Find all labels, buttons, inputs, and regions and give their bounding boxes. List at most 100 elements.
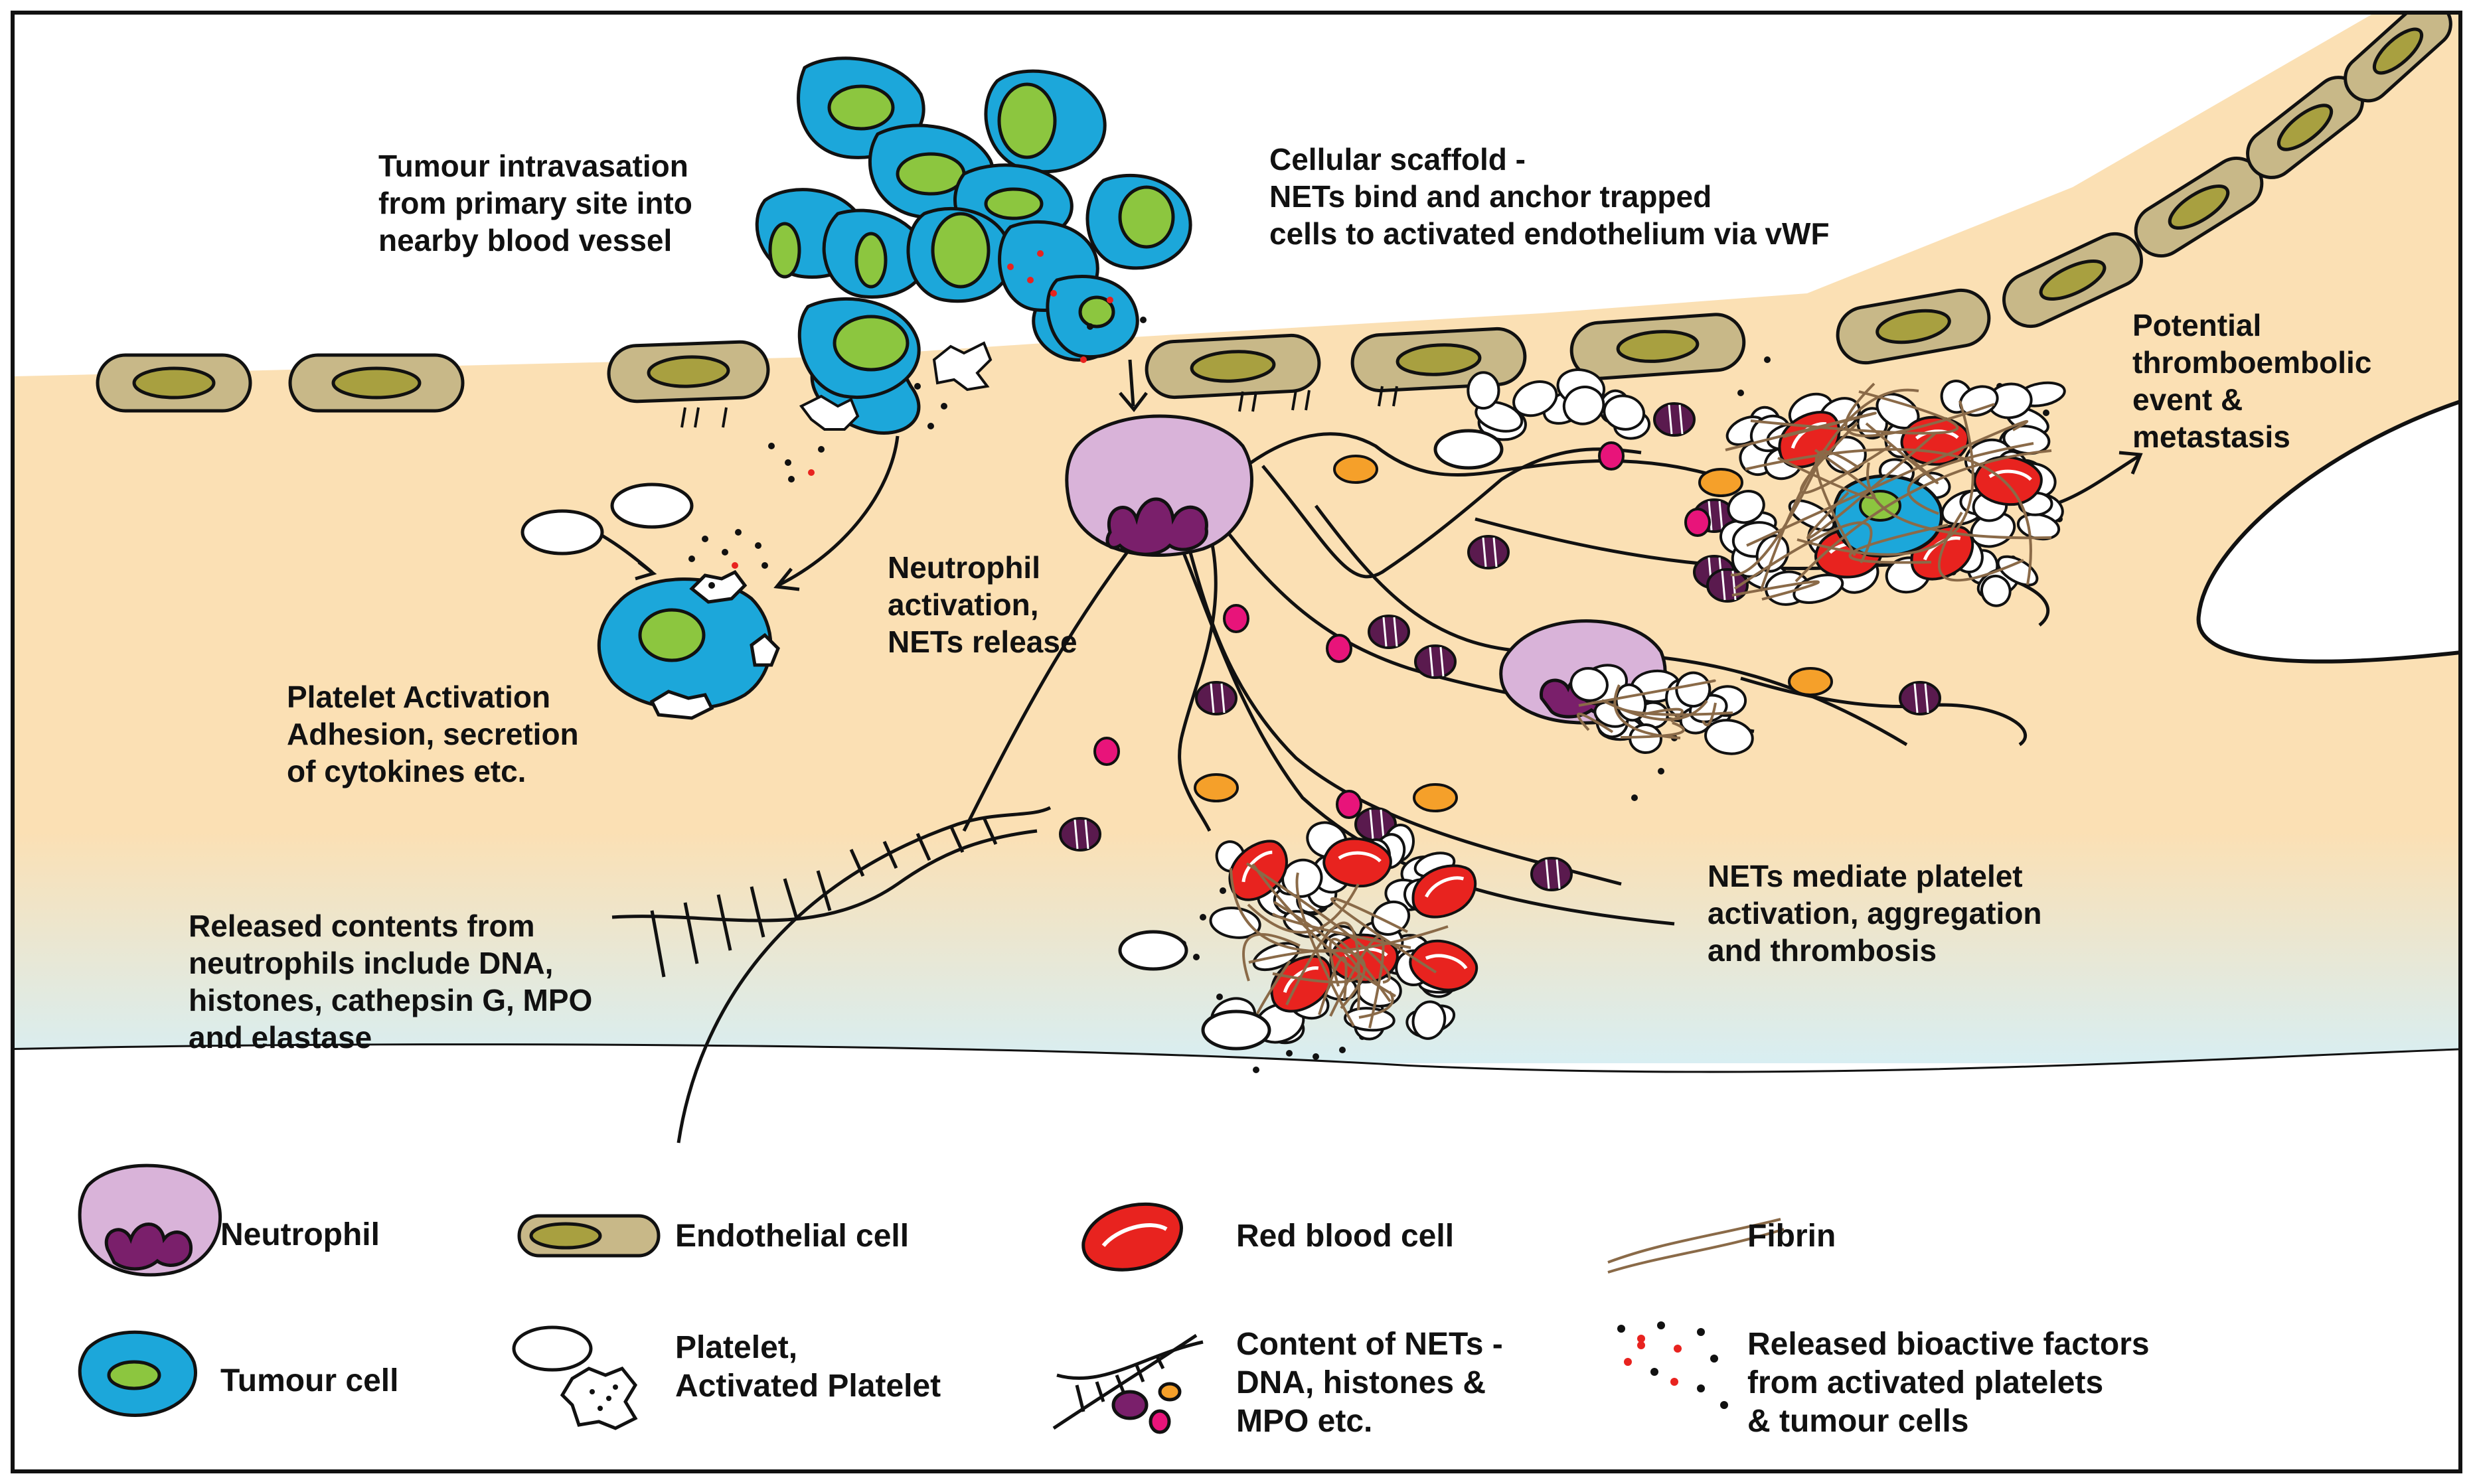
fibrin-strand (1247, 883, 1360, 934)
mpo (1223, 604, 1249, 633)
red-blood-cell (1322, 837, 1392, 888)
free-platelets (1118, 429, 1504, 1051)
factor-dot (1737, 390, 1744, 396)
factor-dot (1637, 1341, 1645, 1349)
dna-rung (949, 824, 965, 853)
platelet (1467, 371, 1500, 410)
tumour-mass (755, 56, 1192, 435)
factor-dot (808, 469, 815, 476)
vwf-tick-marks (680, 386, 1398, 428)
legend-fibrin-label: Fibrin (1747, 1219, 1836, 1254)
fibrin-strand (1285, 921, 1361, 1011)
histone (1467, 535, 1510, 569)
factor-dot (1087, 323, 1093, 330)
factor-dot (702, 536, 708, 542)
fibrin-strand (1730, 448, 1826, 577)
fibrin-strand (1795, 449, 2052, 583)
endothelial-cell (2134, 156, 2264, 258)
dna-rung (816, 870, 832, 911)
elastase (1698, 468, 1743, 497)
endothelial-cell (288, 353, 465, 413)
endothelial-cell (2002, 232, 2143, 329)
tumour-cell (1046, 274, 1139, 359)
red-blood-cell (1270, 955, 1333, 1013)
histone (1653, 402, 1696, 437)
factor-dot (941, 403, 947, 409)
histone (1059, 817, 1101, 852)
fibrin-strand (1578, 679, 1716, 707)
factor-dot (1637, 1335, 1645, 1343)
fibrin-strand (1644, 707, 1684, 723)
legend-rbc-label: Red blood cell (1236, 1219, 1455, 1254)
histone (1414, 644, 1457, 679)
factor-dot (1710, 1355, 1718, 1363)
thromboembolic-label: Potential thromboembolic event & metasta… (2132, 308, 2372, 454)
endothelial-cell (607, 340, 770, 404)
platelet-aggregate-2 (1569, 664, 1754, 755)
legend-tumour-cell-icon (78, 1330, 197, 1417)
platelet (1411, 1000, 1447, 1040)
factor-dot (1674, 1345, 1682, 1353)
factor-dot (1624, 1358, 1632, 1366)
dna-rung (882, 840, 898, 869)
factor-dot (761, 562, 768, 569)
activated-platelet (750, 632, 780, 667)
fibrin-strand (1620, 721, 1685, 739)
factor-dot (927, 423, 934, 429)
factor-dot (768, 443, 775, 449)
dna-rung (683, 902, 699, 964)
platelet (1727, 490, 1765, 524)
mpo (1684, 508, 1711, 537)
factor-dot (1339, 1047, 1346, 1053)
arrow-to-metastasis (2059, 454, 2140, 504)
tumour-cell (1085, 174, 1192, 270)
factor-dot (1107, 297, 1113, 303)
fibrin-strand (1328, 937, 1392, 1003)
factor-dot (708, 582, 715, 589)
legend-neutrophil-icon (78, 1163, 222, 1277)
factor-dot (788, 476, 795, 482)
mpo (1326, 634, 1352, 663)
dna-rungs (650, 816, 998, 978)
fibrin-strand (1245, 862, 1391, 984)
mpo (1336, 790, 1362, 819)
neutrophil-activation-label: Neutrophil activation, NETs release (888, 550, 1077, 659)
released-contents-label: Released contents from neutrophils inclu… (189, 909, 593, 1055)
legend-red-blood-cell-icon (1081, 1202, 1183, 1272)
endothelial-cell (2344, 15, 2452, 103)
fibrin-strand (1746, 419, 2029, 547)
endothelial-cell (1350, 327, 1527, 393)
arrow-to-neutrophil (1128, 359, 1135, 407)
platelet (1344, 1007, 1396, 1032)
factor-dot (1200, 914, 1206, 921)
fibrin-strand (1907, 442, 2034, 515)
cellular-scaffold-label: Cellular scaffold - NETs bind and anchor… (1269, 142, 1830, 251)
platelet (1675, 671, 1712, 708)
factor-dot (818, 446, 825, 453)
endothelial-cell (96, 353, 252, 413)
dna-rung (783, 878, 799, 919)
factor-dot (1617, 1325, 1625, 1333)
dna-rung (982, 816, 998, 846)
activated-platelet (689, 569, 748, 604)
tumour-cell (797, 297, 921, 399)
dna-rung (716, 894, 732, 951)
platelet (520, 509, 604, 556)
factor-dot (1650, 1368, 1658, 1376)
activated-neutrophil (1065, 414, 1253, 557)
legend-icons (78, 1163, 1785, 1434)
factor-dot (1140, 317, 1147, 323)
endothelial-cell (1145, 333, 1321, 400)
factor-dot (1193, 954, 1200, 960)
factor-dot (755, 542, 761, 549)
platelet (1562, 386, 1605, 425)
platelet (1704, 719, 1754, 755)
endothelial-cell (1836, 288, 1991, 365)
dna-rung (750, 886, 765, 938)
factor-dot (688, 556, 695, 562)
factor-dot (1027, 277, 1034, 283)
fibrin-strand (1733, 521, 1873, 590)
dna-rung (916, 832, 931, 861)
arrow-to-cluster-2 (777, 435, 900, 587)
fibrin-strand (1806, 432, 1937, 540)
